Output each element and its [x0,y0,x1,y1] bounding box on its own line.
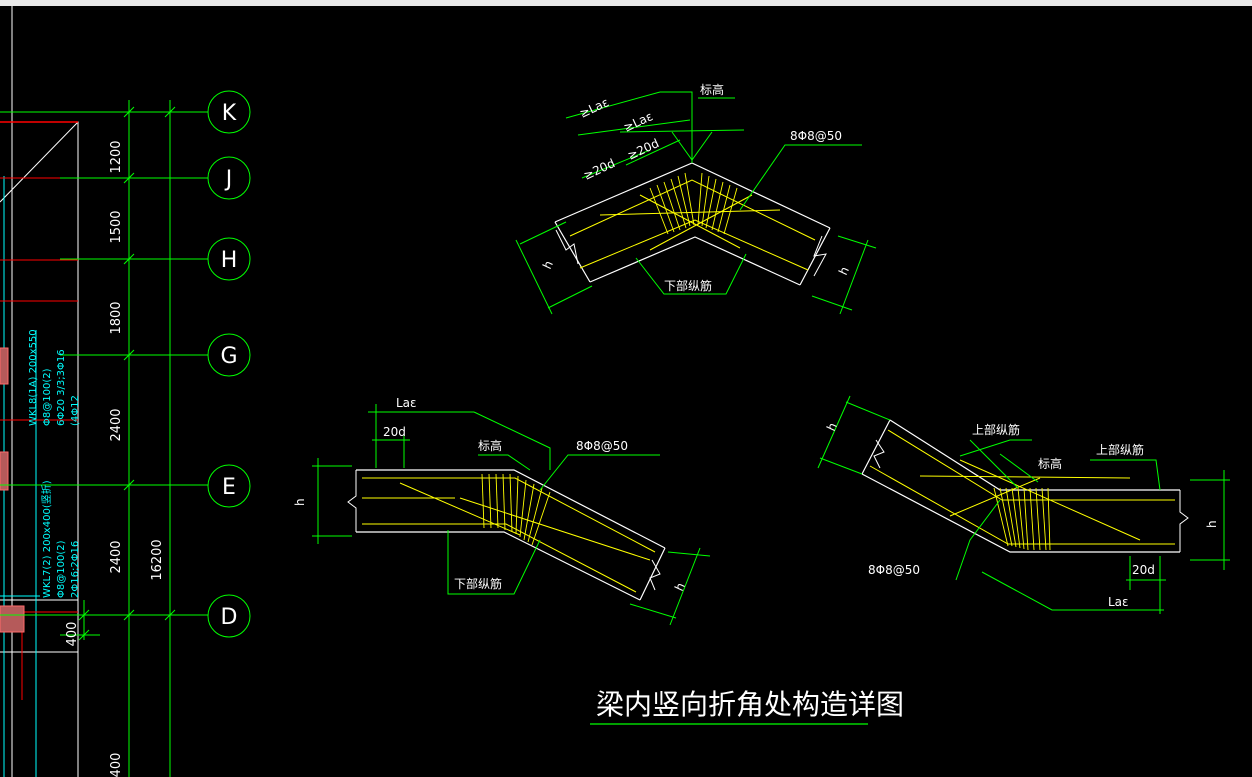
left-elevation: 标高 [478,438,502,453]
beam-note-wkl7-line3: 2Φ16;2Φ16 [70,541,81,598]
dim-400-bottom: 400 [109,753,124,777]
detail-right-joint: h 上部纵筋 上部纵筋 标高 h 8Φ8@50 20d Laε [817,395,1230,614]
window-top-strip [0,0,1252,6]
beam-note-wkl7: WKL7(2) 200x400(竖折) Φ8@100(2) 2Φ16;2Φ16 [40,480,81,598]
top-20d-a: ≥20d [581,156,617,183]
right-top-bar-a: 上部纵筋 [972,422,1020,437]
right-lae: Laε [1108,595,1129,609]
detail-top-v-joint: ≥Laε ≥Laε ≥20d ≥20d 标高 8Φ8@50 h h 下部纵筋 [515,82,877,315]
right-stirrups: 8Φ8@50 [868,563,920,577]
beam-note-wkl7-line1: WKL7(2) 200x400(竖折) [40,480,53,598]
drawing-title: 梁内竖向折角处构造详图 [596,688,904,721]
left-h-left: h [293,498,307,506]
axis-label-e: E [222,475,236,500]
axis-label-h: H [221,248,238,273]
axis-label-g: G [220,344,237,369]
cad-drawing-canvas[interactable]: K J H G E D 1200 1500 1800 2400 2400 400… [0,6,1252,777]
drawing-title-block: 梁内竖向折角处构造详图 [590,688,904,725]
top-elevation: 标高 [700,82,724,97]
dim-1500: 1500 [109,210,124,243]
right-h-left: h [824,420,840,433]
dim-2400-a: 2400 [109,408,124,441]
dim-2400-b: 2400 [109,540,124,573]
dim-1200: 1200 [109,140,124,173]
top-h-left: h [540,258,556,271]
top-20d-b: ≥20d [625,136,661,163]
axis-label-k: K [222,101,237,126]
right-20d: 20d [1132,563,1155,577]
right-elevation: 标高 [1038,456,1062,471]
right-top-bar-b: 上部纵筋 [1096,442,1144,457]
beam-note-wkl8-line2: Φ8@100(2) [42,368,53,426]
left-bottom-bar: 下部纵筋 [454,576,502,591]
beam-note-wkl7-line2: Φ8@100(2) [56,540,67,598]
dim-400: 400 [65,622,80,647]
grid-axis-bubbles: K J H G E D [207,90,251,638]
top-lae-outer: ≥Laε [577,95,611,121]
beam-note-wkl8-line4: (4Φ12 [70,395,81,426]
top-h-right: h [836,264,852,277]
left-lae: Laε [396,396,417,410]
dim-total-16200: 16200 [150,539,165,580]
detail-left-joint: Laε 20d 标高 8Φ8@50 h h 下部纵筋 [293,396,711,626]
beam-note-wkl8: WKL8(1A) 200x550 Φ8@100(2) 6Φ20 3/3;3Φ16… [28,329,81,426]
beam-note-wkl8-line1: WKL8(1A) 200x550 [28,329,39,426]
right-h-right: h [1205,520,1219,528]
top-stirrups: 8Φ8@50 [790,129,842,143]
plan-view: K J H G E D 1200 1500 1800 2400 2400 400… [0,6,251,777]
dim-1800: 1800 [109,301,124,334]
left-h-right: h [672,580,688,593]
beam-note-wkl8-line3: 6Φ20 3/3;3Φ16 [56,349,67,426]
left-20d: 20d [383,425,406,439]
axis-label-d: D [221,605,238,630]
top-bottom-bar: 下部纵筋 [664,278,712,293]
left-stirrups: 8Φ8@50 [576,439,628,453]
axis-label-j: J [224,167,233,192]
top-lae-inner: ≥Laε [621,109,655,135]
